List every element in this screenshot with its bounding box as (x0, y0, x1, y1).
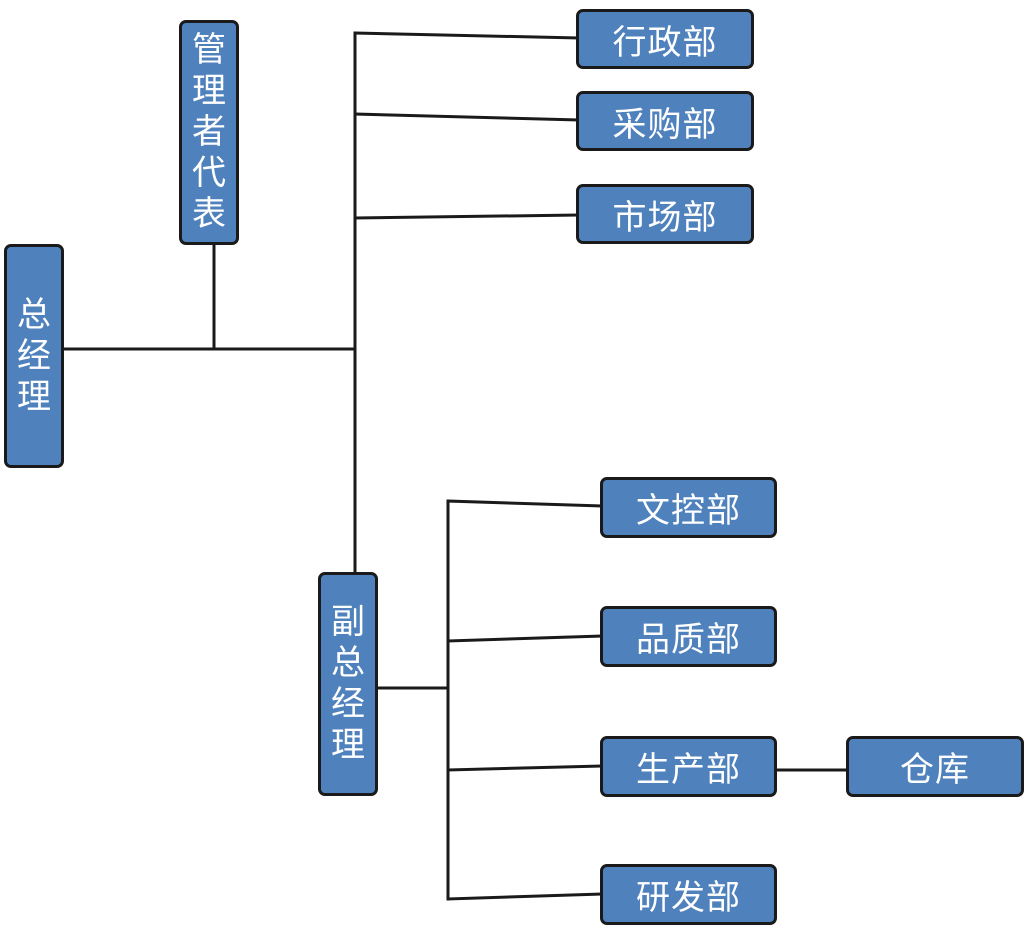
node-production-dept: 生产部 (600, 736, 777, 797)
node-general-manager-label: 总经理 (17, 294, 51, 417)
node-purchasing-dept-label: 采购部 (612, 104, 718, 145)
node-marketing-dept-label: 市场部 (612, 197, 718, 238)
node-deputy-gm: 副总经理 (318, 572, 378, 796)
node-deputy-gm-label: 副总经理 (331, 602, 365, 765)
connector-production-dept (446, 764, 603, 772)
node-document-control-dept: 文控部 (600, 477, 777, 538)
node-general-manager: 总经理 (4, 244, 64, 468)
node-rnd-dept: 研发部 (600, 864, 777, 925)
node-quality-dept-label: 品质部 (636, 620, 741, 660)
node-marketing-dept: 市场部 (576, 184, 754, 244)
node-purchasing-dept: 采购部 (576, 91, 754, 151)
node-warehouse-label: 仓库 (900, 750, 970, 790)
connector-rnd-dept (446, 892, 603, 901)
node-production-dept-label: 生产部 (636, 750, 741, 790)
node-admin-dept: 行政部 (576, 9, 754, 69)
node-warehouse: 仓库 (846, 736, 1024, 797)
node-document-control-dept-label: 文控部 (636, 491, 741, 531)
node-rnd-dept-label: 研发部 (636, 878, 741, 918)
connector-quality-dept (446, 634, 603, 643)
connector-purchasing-dept (353, 112, 580, 122)
connector-marketing-dept (353, 213, 580, 220)
connector-admin-dept (353, 31, 580, 40)
node-quality-dept: 品质部 (600, 606, 777, 667)
node-management-rep: 管理者代表 (179, 20, 239, 245)
node-management-rep-label: 管理者代表 (192, 30, 226, 234)
connector-document-control-dept (446, 499, 603, 508)
node-admin-dept-label: 行政部 (612, 22, 718, 63)
